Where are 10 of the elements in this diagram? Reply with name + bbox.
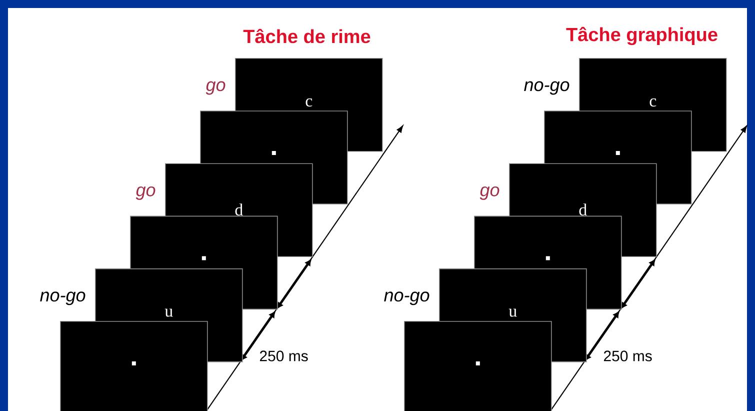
duration-label: 250 ms bbox=[602, 350, 654, 362]
condition-label: no-go bbox=[524, 81, 570, 95]
condition-label: go bbox=[206, 81, 226, 95]
fixation-screen bbox=[404, 321, 552, 411]
condition-label: no-go bbox=[40, 292, 86, 306]
duration-label: 250 ms bbox=[258, 350, 310, 362]
condition-label: go bbox=[136, 186, 156, 200]
condition-label: no-go bbox=[384, 292, 430, 306]
condition-label: go bbox=[480, 186, 500, 200]
fixation-screen bbox=[60, 321, 208, 411]
